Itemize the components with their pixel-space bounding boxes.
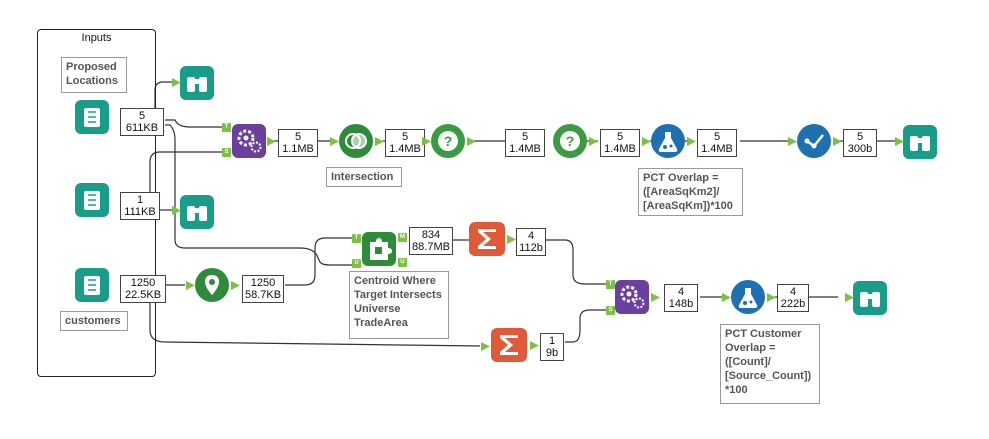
browse-tool-4[interactable] xyxy=(853,281,887,315)
filter-tool-2[interactable]: ? xyxy=(553,124,587,158)
unmatched-anchor[interactable]: U xyxy=(398,258,407,267)
target-anchor[interactable]: T xyxy=(222,123,231,132)
output-anchor[interactable] xyxy=(833,137,842,146)
checkmark-icon xyxy=(804,134,824,149)
summarize-tool-1[interactable] xyxy=(469,222,505,256)
book-icon xyxy=(84,276,100,295)
output-anchor[interactable] xyxy=(687,137,696,146)
join-tool[interactable] xyxy=(615,280,649,314)
binoculars-icon xyxy=(910,136,930,151)
comment-intersection[interactable]: Intersection xyxy=(326,167,402,187)
output-anchor[interactable] xyxy=(651,293,660,302)
puzzle-icon xyxy=(370,238,392,260)
flask-icon xyxy=(738,288,758,308)
intersect-tool[interactable] xyxy=(339,124,373,158)
output-anchor[interactable] xyxy=(507,235,516,244)
target-anchor[interactable]: T xyxy=(352,234,361,243)
input-anchor[interactable] xyxy=(330,137,339,146)
select-tool[interactable] xyxy=(797,124,831,158)
output-anchor[interactable] xyxy=(589,137,598,146)
input-anchor[interactable] xyxy=(172,78,181,87)
output-anchor[interactable] xyxy=(767,293,776,302)
svg-text:?: ? xyxy=(566,133,575,149)
comment-pct-customer[interactable]: PCT Customer Overlap = ([Count]/ [Source… xyxy=(720,324,820,404)
spatial-match-tool-2[interactable] xyxy=(362,232,396,266)
wire xyxy=(165,124,352,266)
flask-icon xyxy=(658,132,678,152)
input-anchor[interactable] xyxy=(186,281,195,290)
create-points-tool[interactable] xyxy=(195,268,229,302)
browse-tool-3[interactable] xyxy=(903,125,937,159)
question-icon: ? xyxy=(560,131,580,151)
wire xyxy=(285,237,352,286)
svg-text:?: ? xyxy=(444,133,453,149)
output-anchor[interactable] xyxy=(467,137,476,146)
input-anchor[interactable] xyxy=(722,293,731,302)
input-tool-proposed[interactable] xyxy=(75,100,109,134)
comment-customers[interactable]: customers xyxy=(60,311,128,331)
input-anchor[interactable] xyxy=(481,342,490,351)
summarize-tool-2[interactable] xyxy=(491,328,527,362)
input-anchor[interactable] xyxy=(788,137,797,146)
output-anchor[interactable] xyxy=(375,137,384,146)
book-icon xyxy=(84,108,100,127)
spatial-match-tool[interactable] xyxy=(232,124,266,158)
sigma-icon xyxy=(500,335,518,355)
wire xyxy=(545,239,607,285)
input-tool-2[interactable] xyxy=(75,183,109,217)
filter-tool-1[interactable]: ? xyxy=(431,124,465,158)
formula-tool-2[interactable] xyxy=(731,280,765,314)
overlap-icon xyxy=(345,133,367,149)
wire xyxy=(565,309,607,343)
book-icon xyxy=(84,191,100,210)
question-icon: ? xyxy=(438,131,458,151)
container-title: Inputs xyxy=(81,32,112,44)
input-anchor[interactable] xyxy=(845,293,854,302)
output-anchor[interactable] xyxy=(267,137,276,146)
input-anchor[interactable] xyxy=(172,206,181,215)
input-anchor[interactable] xyxy=(422,137,431,146)
binoculars-icon xyxy=(187,77,207,92)
map-pin-icon xyxy=(205,275,219,295)
gear-icon xyxy=(237,129,262,153)
wire xyxy=(165,119,222,128)
gear-icon xyxy=(620,285,645,309)
wire xyxy=(149,300,481,347)
comment-centroid[interactable]: Centroid Where Target Intersects Univers… xyxy=(349,271,449,339)
sigma-icon xyxy=(478,229,496,249)
universe-anchor[interactable]: U xyxy=(352,259,361,268)
input-anchor[interactable] xyxy=(895,137,904,146)
comment-proposed-locations[interactable]: Proposed Locations xyxy=(61,57,127,93)
binoculars-icon xyxy=(860,292,880,307)
formula-tool-1[interactable] xyxy=(651,124,685,158)
match-anchor[interactable]: M xyxy=(398,233,407,242)
input-anchor[interactable] xyxy=(642,137,651,146)
output-anchor[interactable] xyxy=(530,341,539,350)
browse-tool-2[interactable] xyxy=(180,195,214,229)
source-anchor[interactable]: S xyxy=(606,306,615,315)
input-tool-customers[interactable] xyxy=(75,268,109,302)
source-anchor[interactable]: S xyxy=(222,148,231,157)
output-anchor[interactable] xyxy=(231,281,240,290)
binoculars-icon xyxy=(187,206,207,221)
comment-pct-overlap[interactable]: PCT Overlap = ([AreaSqKm2]/ [AreaSqKm])*… xyxy=(638,168,743,216)
target-anchor[interactable]: T xyxy=(606,280,615,289)
browse-tool-1[interactable] xyxy=(180,66,214,100)
